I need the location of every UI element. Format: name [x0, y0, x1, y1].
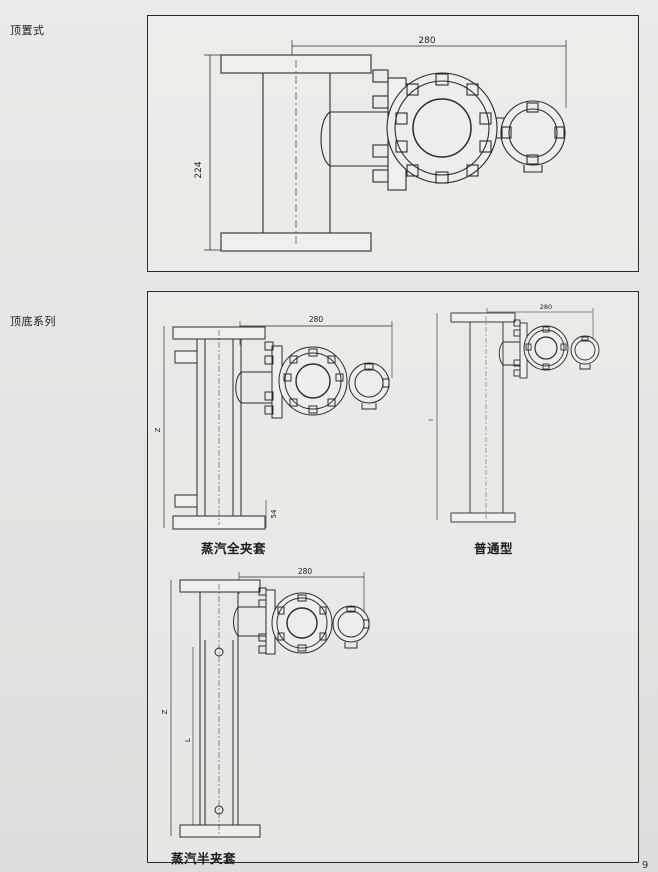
steam-half-jacket-width-dimension: 280: [298, 567, 313, 576]
steam-full-jacket-width-dimension: 280: [309, 315, 324, 324]
standard-height-dimension: I: [427, 419, 435, 421]
steam-full-jacket-bottom-dimension: 54: [270, 509, 278, 518]
steam-half-jacket-height-dimension: Z: [161, 709, 169, 714]
steam-full-jacket-height-dimension: Z: [154, 427, 162, 432]
top-bottom-series-frame: [147, 291, 639, 863]
steam-half-jacket-caption: 蒸汽半夹套: [171, 851, 237, 866]
section-label-top-mount: 顶置式: [10, 24, 45, 37]
top-mount-width-dimension: 280: [418, 36, 435, 46]
standard-caption: 普通型: [474, 541, 514, 556]
steam-half-jacket-length-dimension: L: [184, 738, 192, 742]
standard-width-dimension: 280: [540, 303, 552, 311]
top-mount-height-dimension: 224: [194, 161, 204, 178]
steam-full-jacket-caption: 蒸汽全夹套: [201, 541, 267, 556]
page-number: 9: [642, 860, 649, 871]
section-label-top-bottom-series: 顶底系列: [10, 315, 56, 328]
